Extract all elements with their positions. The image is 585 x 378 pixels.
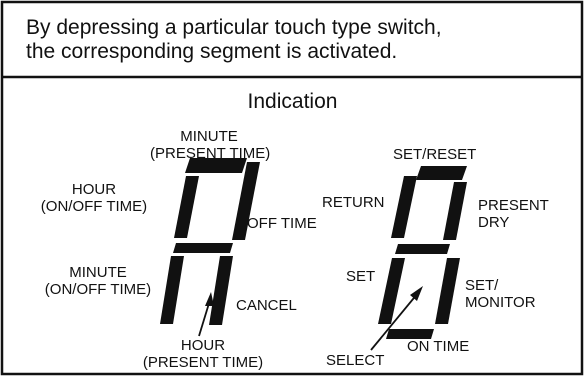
label-on-time: ON TIME [407, 338, 470, 355]
label-hour-on-off-time: HOUR (ON/OFF TIME) [40, 181, 148, 215]
left-seg-lower-left [160, 256, 184, 324]
label-set: SET [346, 268, 376, 285]
header-description: By depressing a particular touch type sw… [26, 16, 566, 64]
left-digit [160, 158, 260, 325]
select-arrow-line [370, 292, 419, 351]
right-seg-upper-left [391, 176, 417, 238]
label-set-monitor: SET/ MONITOR [465, 277, 536, 311]
label-set-reset: SET/RESET [393, 146, 477, 163]
label-minute-on-off-time: MINUTE (ON/OFF TIME) [44, 264, 152, 298]
hour-present-arrow-head [205, 292, 214, 306]
left-seg-lower-right [209, 256, 233, 325]
right-seg-top [416, 166, 467, 180]
right-seg-bottom [386, 329, 434, 339]
right-seg-middle [395, 244, 450, 254]
label-minute-present-time: MINUTE (PRESENT TIME) [150, 128, 271, 162]
header-line-2: the corresponding segment is activated. [26, 40, 398, 63]
right-seg-lower-left [378, 258, 405, 324]
label-return: RETURN [322, 194, 385, 211]
right-digit [378, 166, 467, 339]
right-seg-upper-right [443, 182, 467, 240]
header-line-1: By depressing a particular touch type sw… [26, 16, 442, 39]
left-seg-upper-right [232, 162, 260, 240]
left-seg-upper-left [174, 176, 199, 238]
label-select: SELECT [326, 352, 385, 369]
label-cancel: CANCEL [236, 297, 297, 314]
left-seg-top [185, 158, 247, 173]
right-seg-lower-right [435, 258, 460, 324]
indication-title: Indication [247, 90, 338, 113]
label-present-dry: PRESENT DRY [478, 197, 549, 231]
select-arrow-head [410, 286, 423, 301]
left-seg-middle [173, 243, 233, 253]
label-hour-present-time: HOUR (PRESENT TIME) [142, 337, 264, 371]
pointer-arrows [198, 286, 423, 351]
label-off-time: OFF TIME [247, 215, 317, 232]
